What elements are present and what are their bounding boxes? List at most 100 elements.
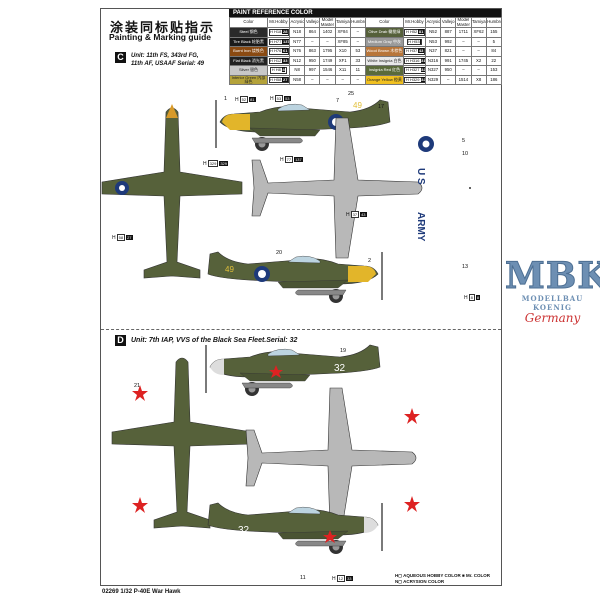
- humbrol-cell: 153: [485, 65, 502, 76]
- acr-cell: N76: [288, 46, 306, 57]
- mr-hobby-cell: H H316 316: [402, 55, 426, 66]
- part-number: 5: [462, 138, 466, 144]
- column-header: Mr.Hobby: [267, 17, 290, 28]
- humbrol-cell: 186: [485, 74, 502, 86]
- section-c-unit: Unit: 11th FS, 343rd FG, 11th AF, USAAF …: [131, 52, 204, 68]
- serial-c-upper: 49: [353, 101, 362, 110]
- color-name-cell: Olive Drab 橄榄绿: [364, 27, 404, 38]
- color-legend: H◻ AQUEOUS HOBBY COLOR ■ Mr. COLOR N◻ AC…: [395, 573, 490, 585]
- column-header: Color: [229, 17, 268, 28]
- color-name-cell: Silver 银色: [229, 65, 268, 76]
- tamiya-cell: XF85: [334, 36, 351, 47]
- vallejo-cell: 887: [440, 27, 457, 38]
- humbrol-cell: 5: [485, 36, 502, 47]
- vallejo-cell: –: [304, 36, 321, 47]
- acr-cell: N37: [424, 46, 442, 57]
- vallejo-cell: –: [304, 74, 321, 86]
- vallejo-cell: 992: [440, 36, 457, 47]
- acr-cell: N77: [288, 36, 306, 47]
- column-header: Color: [364, 17, 404, 28]
- part-number: 21: [134, 383, 141, 389]
- vallejo-cell: 991: [440, 55, 457, 66]
- color-name-cell: Orange Yellow 橙黄: [364, 74, 404, 86]
- d-side-view-right: [207, 502, 383, 555]
- vallejo-cell: 821: [440, 46, 457, 57]
- mm-cell: 1514: [455, 74, 472, 86]
- red-star-icons: [132, 365, 420, 543]
- tamiya-cell: –: [470, 46, 487, 57]
- section-divider: [101, 329, 501, 330]
- column-header: Mr.Hobby: [402, 17, 426, 28]
- part-number: 25: [348, 91, 355, 97]
- tamiya-cell: –: [470, 36, 487, 47]
- column-header: Tamiya: [470, 17, 487, 28]
- unit-line: 11th AF, USAAF Serial: 49: [131, 61, 205, 67]
- tamiya-cell: –: [334, 74, 351, 86]
- logo-script: Germany: [524, 311, 581, 325]
- logo-main: MBK: [505, 255, 600, 297]
- part-number: 17: [378, 104, 385, 110]
- serial-d-lower: 32: [238, 525, 250, 536]
- acr-cell: N329: [424, 74, 442, 86]
- mm-cell: 1795: [319, 46, 336, 57]
- mr-hobby-cell: H H52 81: [402, 27, 426, 38]
- serial-d-upper: 32: [334, 363, 346, 374]
- column-header: Tamiya: [334, 17, 351, 28]
- vallejo-cell: 864: [304, 27, 321, 38]
- vallejo-cell: 950: [440, 65, 457, 76]
- mm-cell: –: [455, 65, 472, 76]
- mr-hobby-cell: H H12 33: [267, 55, 290, 66]
- mm-cell: –: [319, 74, 336, 86]
- mr-hobby-cell: H H18 28: [267, 27, 290, 38]
- acr-cell: N12: [288, 55, 306, 66]
- tamiya-cell: X11: [334, 65, 351, 76]
- vallejo-cell: 950: [304, 55, 321, 66]
- humbrol-cell: –: [349, 27, 366, 38]
- legend-line: N◻ ACRYSION COLOR: [395, 579, 445, 584]
- tamiya-cell: XF62: [470, 27, 487, 38]
- vallejo-cell: 997: [304, 65, 321, 76]
- humbrol-cell: 155: [485, 27, 502, 38]
- color-name-cell: Flat Black 消光黑: [229, 55, 268, 66]
- color-name-cell: Insignia Red 红色: [364, 65, 404, 76]
- mm-cell: –: [319, 36, 336, 47]
- acr-cell: N58: [288, 74, 306, 86]
- tamiya-cell: XF1: [334, 55, 351, 66]
- mm-cell: 1749: [319, 55, 336, 66]
- serial-c-lower: 49: [225, 265, 234, 274]
- humbrol-cell: 22: [485, 55, 502, 66]
- mr-hobby-cell: H H37 43: [402, 46, 426, 57]
- c-side-view-left: [215, 99, 391, 152]
- acr-cell: N327: [424, 65, 442, 76]
- color-name-cell: Interior Green 内部绿色: [229, 74, 268, 86]
- acr-cell: N8: [288, 65, 306, 76]
- column-header: Model Master: [455, 17, 472, 28]
- wing-us-marking: U S: [415, 168, 426, 185]
- part-number: 10: [462, 151, 469, 157]
- part-number: 20: [276, 250, 283, 256]
- d-side-view-left: 32: [205, 344, 381, 397]
- d-underside-view: [245, 387, 417, 529]
- d-top-view: [111, 357, 253, 529]
- section-c-badge: C: [115, 52, 126, 63]
- part-number: 13: [462, 264, 469, 270]
- mr-hobby-cell: H H77 137: [267, 36, 290, 47]
- color-name-cell: Tire Black 轮胎黑: [229, 36, 268, 47]
- tamiya-cell: XF84: [334, 27, 351, 38]
- mr-hobby-cell: H H327 327: [402, 65, 426, 76]
- tamiya-cell: X2: [470, 55, 487, 66]
- title-english: Painting & Marking guide: [109, 32, 212, 42]
- color-name-cell: Steel 钢色: [229, 27, 268, 38]
